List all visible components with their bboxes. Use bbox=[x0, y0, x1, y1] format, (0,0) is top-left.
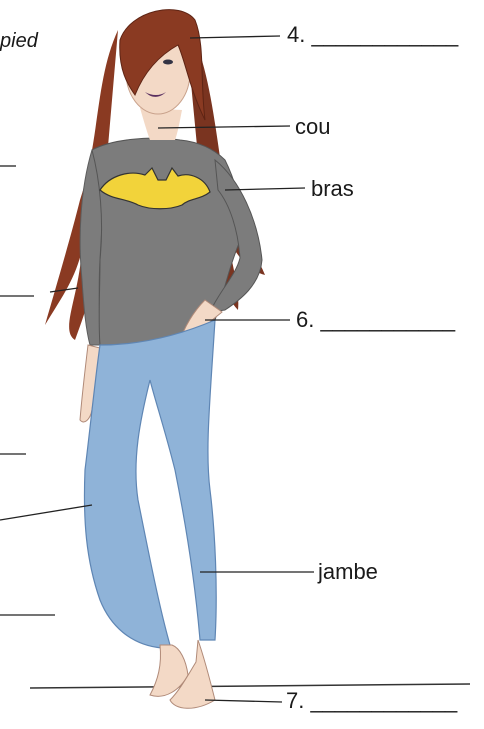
label-leg: jambe bbox=[318, 559, 378, 585]
label-arm: bras bbox=[311, 176, 354, 202]
label-item7: 7. ____________ bbox=[286, 688, 457, 714]
label-item4: 4. ____________ bbox=[287, 22, 458, 48]
pointer-item4 bbox=[190, 36, 280, 38]
label-neck: cou bbox=[295, 114, 330, 140]
eye bbox=[163, 60, 173, 65]
jeans bbox=[84, 320, 216, 648]
pointer-item7 bbox=[205, 700, 282, 702]
label-top-left: pied bbox=[0, 30, 38, 53]
pointer-left-5 bbox=[0, 505, 92, 520]
label-item6: 6. ___________ bbox=[296, 307, 455, 333]
